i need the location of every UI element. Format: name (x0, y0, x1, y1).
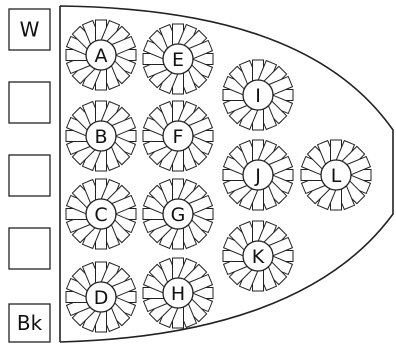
parabolic-outline (59, 5, 394, 343)
node-label: L (331, 165, 342, 187)
side-box-4 (8, 227, 51, 270)
node-core (242, 159, 274, 191)
node-core (320, 159, 352, 191)
side-box-w-label: W (20, 18, 40, 42)
node-c: C (65, 178, 137, 250)
node-core (242, 240, 274, 272)
node-l: L (300, 139, 372, 211)
node-label: C (94, 204, 107, 226)
node-core (242, 79, 274, 111)
node-label: D (94, 287, 109, 309)
node-label: I (255, 85, 261, 107)
node-label: G (171, 204, 186, 226)
node-k: K (222, 220, 294, 292)
node-d: D (65, 261, 137, 333)
side-box-bk: Bk (8, 303, 51, 343)
node-label: F (173, 126, 184, 148)
side-box-w: W (8, 8, 51, 51)
side-box-bk-label: Bk (17, 311, 43, 335)
node-b: B (65, 100, 137, 172)
node-e: E (142, 23, 214, 95)
node-h: H (142, 257, 214, 329)
node-label: K (252, 246, 265, 268)
node-label: J (254, 165, 261, 187)
node-core (162, 198, 194, 230)
node-core (85, 281, 117, 313)
node-core (162, 43, 194, 75)
node-core (85, 198, 117, 230)
side-box-2 (8, 81, 51, 124)
node-f: F (142, 100, 214, 172)
node-label: E (172, 49, 184, 71)
node-a: A (65, 19, 137, 91)
side-box-column: W Bk (8, 8, 51, 343)
side-box-3 (8, 154, 51, 197)
nodes-layer: A B C D E F G H I J K L (65, 19, 372, 333)
node-core (162, 277, 194, 309)
node-label: H (171, 283, 185, 305)
node-i: I (222, 59, 294, 131)
node-g: G (142, 178, 214, 250)
node-core (85, 39, 117, 71)
node-core (85, 120, 117, 152)
node-label: A (95, 45, 108, 67)
node-core (162, 120, 194, 152)
node-j: J (222, 139, 294, 211)
node-label: B (94, 126, 107, 148)
